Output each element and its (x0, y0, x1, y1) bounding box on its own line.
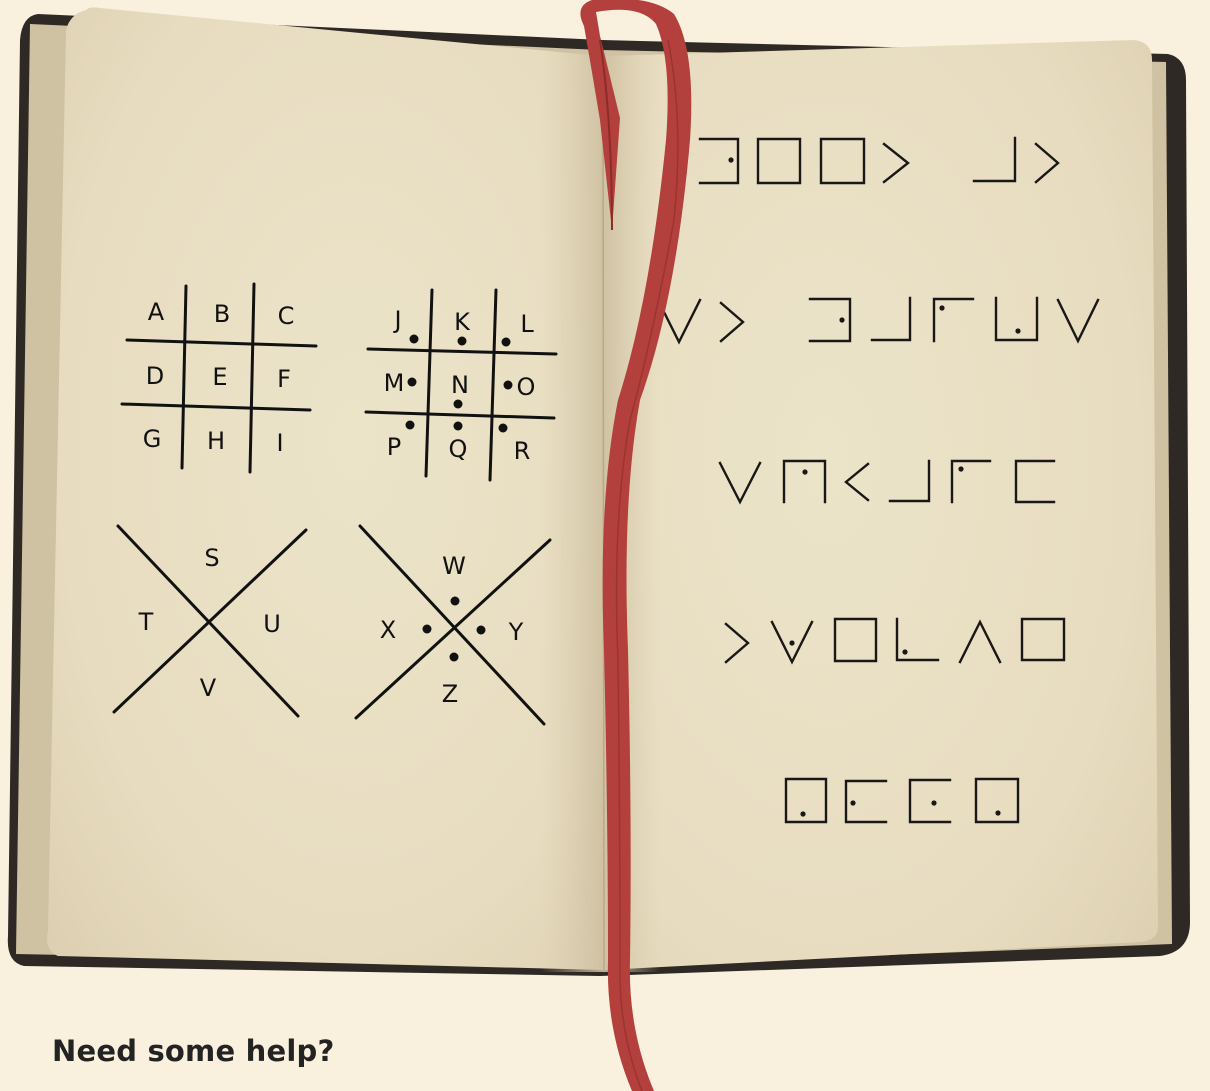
need-help-link[interactable]: Need some help? (52, 1037, 334, 1066)
key-letter-o: O (517, 373, 536, 401)
key-letter-x: X (380, 616, 396, 644)
key-letter-y: Y (508, 618, 524, 646)
key-letter-b: B (214, 300, 230, 328)
key-letter-k: K (454, 308, 471, 336)
key-letter-m: M (384, 369, 405, 397)
key-letter-q: Q (449, 435, 468, 463)
key-letter-d: D (146, 362, 164, 390)
key-letter-w: W (442, 552, 466, 580)
key-letter-n: N (451, 371, 469, 399)
key-letter-s: S (204, 544, 219, 572)
right-page (604, 40, 1158, 970)
key-letter-i: I (276, 429, 283, 457)
key-letter-z: Z (442, 680, 458, 708)
key-letter-c: C (278, 302, 295, 330)
key-letter-l: L (520, 310, 534, 338)
key-letter-r: R (514, 437, 531, 465)
key-letter-h: H (207, 427, 225, 455)
key-letter-e: E (212, 363, 227, 391)
key-letter-v: V (200, 674, 217, 702)
key-letter-a: A (148, 298, 165, 326)
key-letter-f: F (277, 365, 291, 393)
key-letter-p: P (387, 433, 401, 461)
key-letter-j: J (392, 306, 401, 334)
left-page (47, 7, 604, 970)
key-letter-g: G (143, 425, 162, 453)
key-letter-t: T (138, 608, 154, 636)
key-letter-u: U (263, 610, 281, 638)
